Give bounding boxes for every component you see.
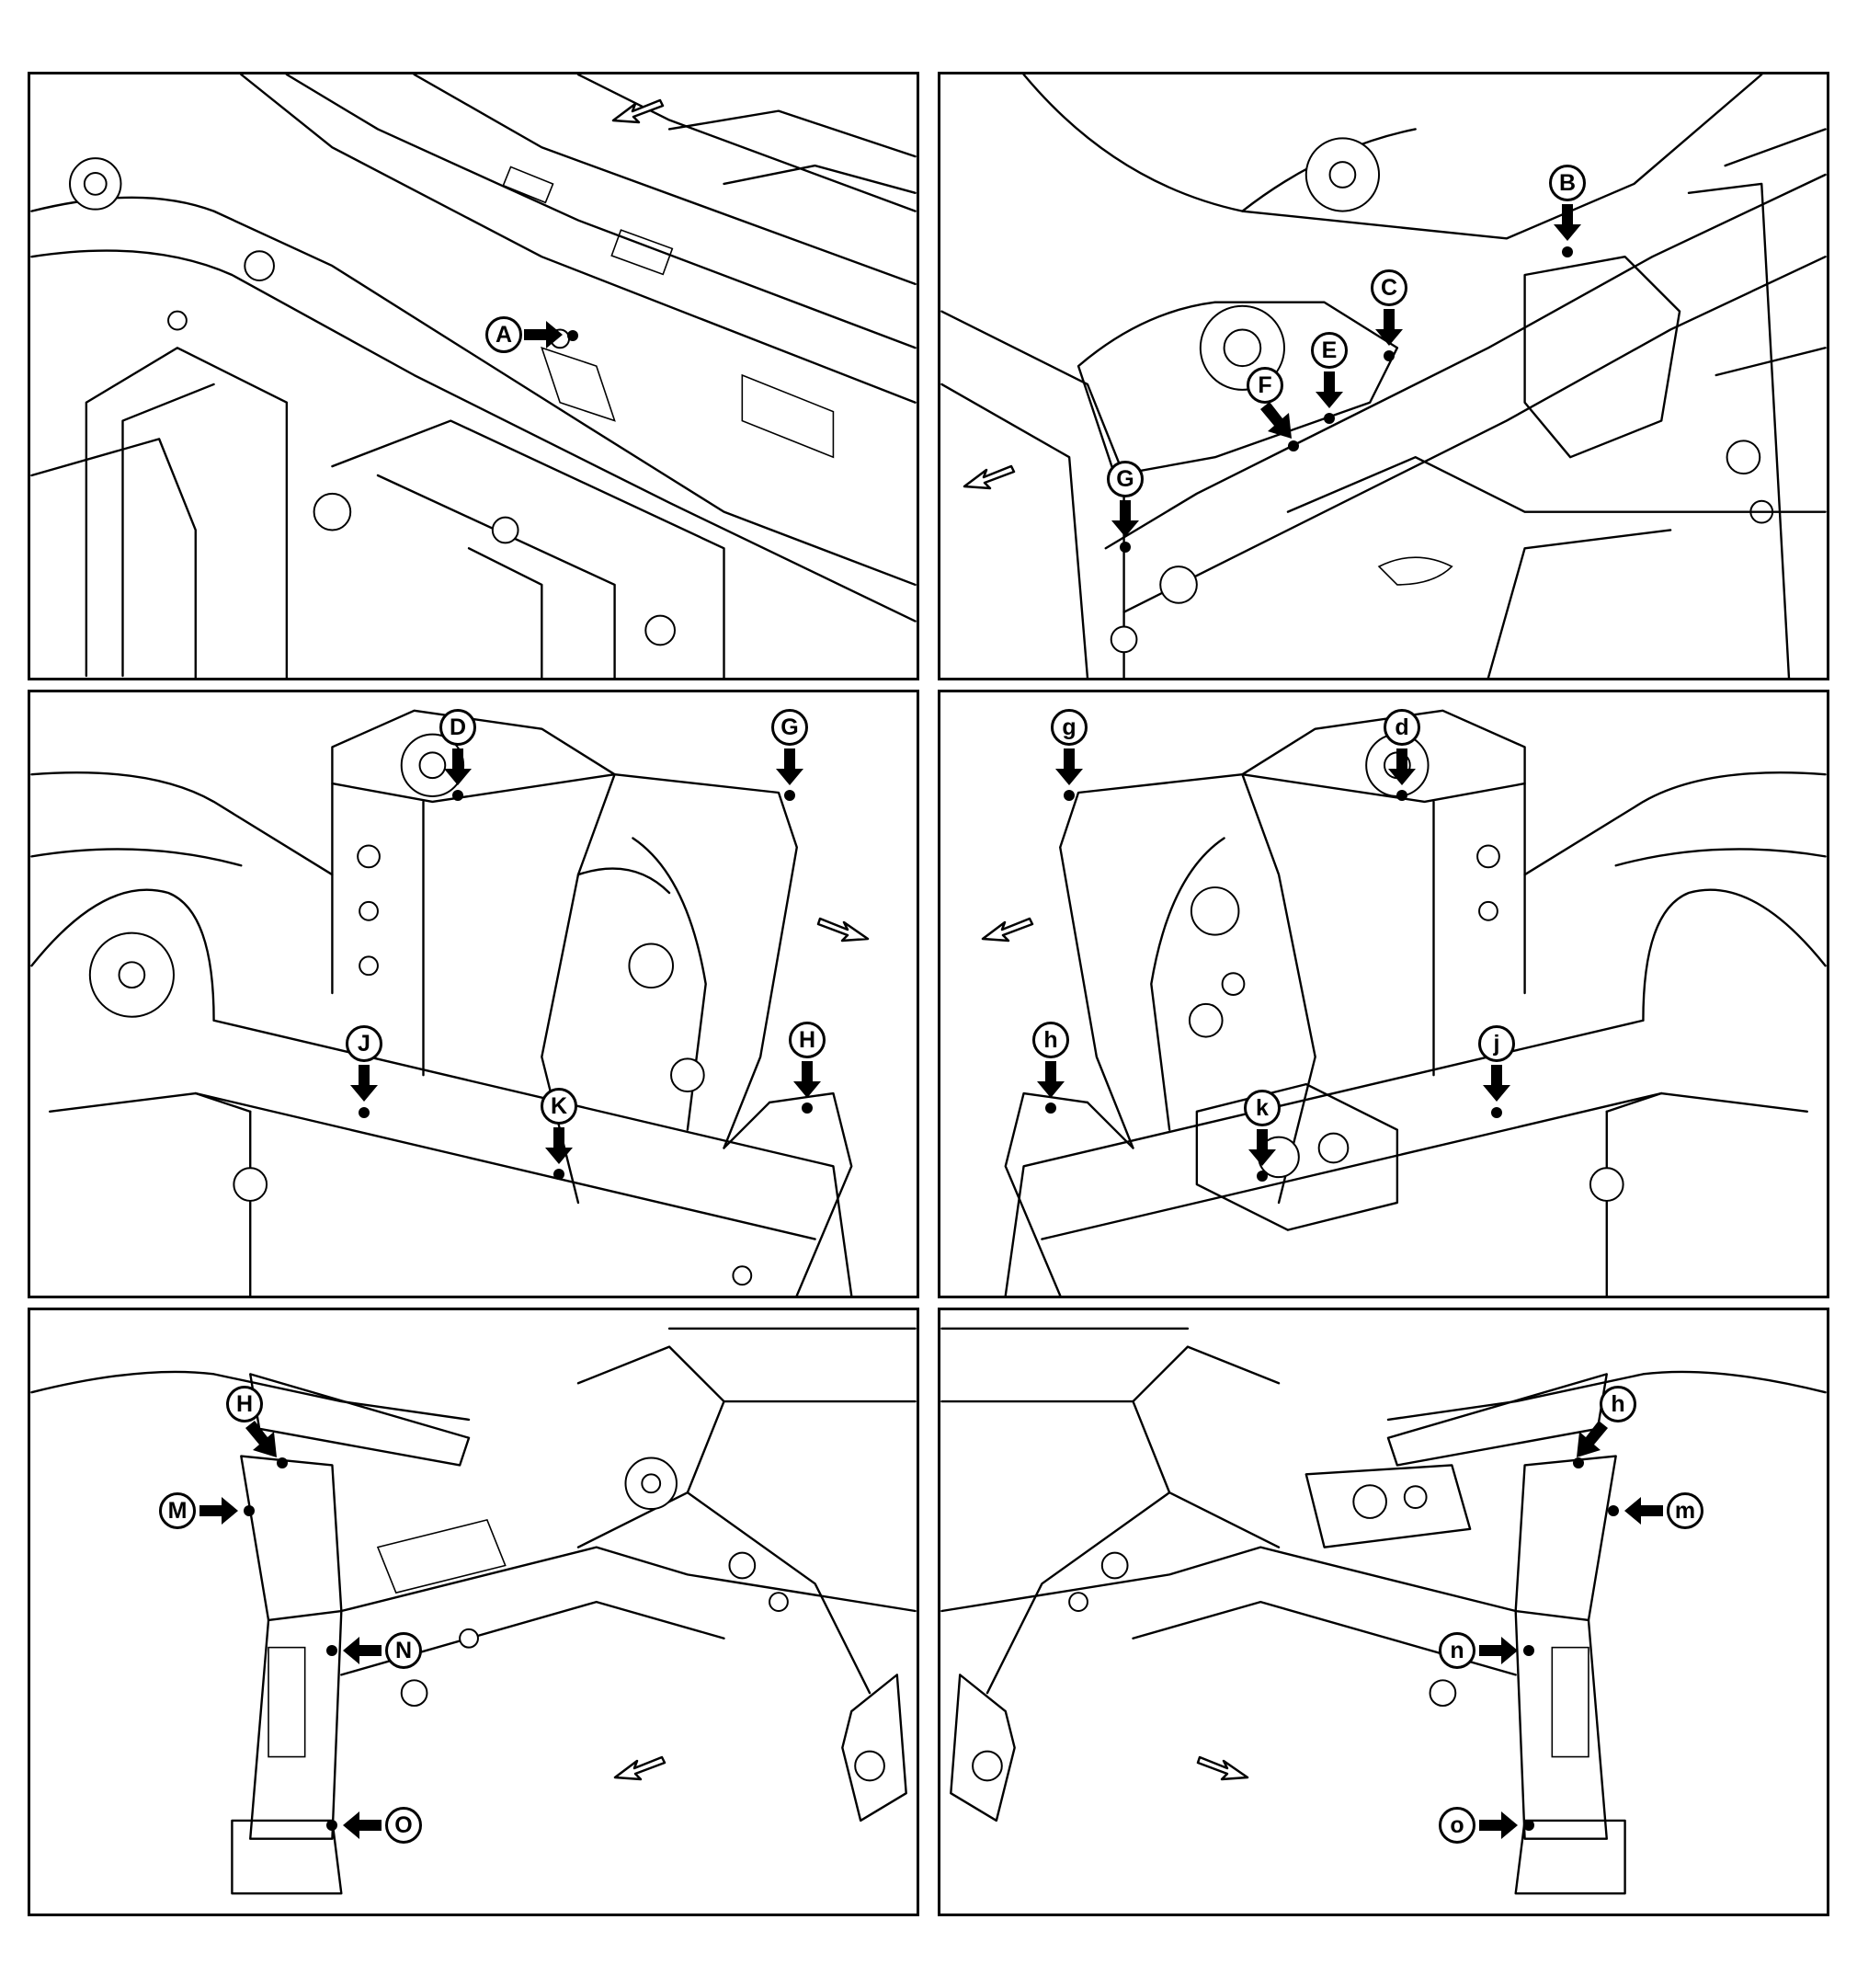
callout-k: K [541,1088,577,1125]
callout-j-lower: j [1478,1025,1515,1062]
measurement-point [326,1645,337,1656]
pointer-arrow-icon [1259,402,1292,439]
callout-j: J [346,1025,382,1062]
line-drawing [30,74,917,678]
measurement-point [1064,790,1075,801]
measurement-point [1396,790,1407,801]
pointer-arrow-icon [244,1421,277,1457]
callout-n-lower: n [1439,1632,1475,1669]
measurement-point [1523,1820,1534,1831]
callout-m-lower: m [1667,1492,1703,1529]
line-drawing [30,709,853,1296]
measurement-point [244,1505,255,1516]
callout-o: O [385,1807,422,1844]
callout-g-lower: g [1051,709,1088,746]
pointer-arrow-icon [1248,1129,1276,1166]
measurement-point [1288,440,1299,451]
callout-b: B [1549,165,1586,201]
diagram-panel-6: h m n o [938,1308,1829,1916]
callout-h-lower: h [1032,1022,1069,1058]
callout-d-lower: d [1384,709,1420,746]
pointer-arrow-icon [545,1127,573,1164]
callout-m: M [159,1492,196,1529]
direction-arrow-icon [1196,1752,1251,1788]
direction-arrow-icon [816,913,872,950]
pointer-arrow-icon [1483,1065,1510,1102]
pointer-arrow-icon [1479,1637,1518,1664]
measurement-point [802,1103,813,1114]
diagram-panel-2: B C E F G [938,72,1829,680]
callout-c: C [1371,269,1407,306]
line-drawing [1004,709,1827,1296]
measurement-point [1120,542,1131,553]
pointer-arrow-icon [1316,371,1343,408]
pointer-arrow-icon [1111,500,1139,537]
measurement-point [1562,246,1573,257]
callout-g: G [771,709,808,746]
pointer-arrow-icon [1624,1497,1663,1525]
measurement-point [277,1457,288,1468]
callout-e: E [1311,332,1348,369]
pointer-arrow-icon [1055,748,1083,785]
pointer-arrow-icon [199,1497,238,1525]
measurement-point [1608,1505,1619,1516]
measurement-point [359,1107,370,1118]
callout-g: G [1107,461,1144,497]
diagram-panel-3: D G J K H [28,690,919,1298]
callout-a: A [485,316,522,353]
callout-h-lower: h [1600,1386,1636,1422]
measurement-point [567,330,578,341]
pointer-arrow-icon [343,1637,382,1664]
pointer-arrow-icon [343,1811,382,1839]
pointer-arrow-icon [776,748,803,785]
pointer-arrow-icon [444,748,472,785]
line-drawing [30,1327,917,1895]
direction-arrow-icon [979,913,1034,950]
diagram-panel-1: A [28,72,919,680]
diagram-panel-5: H M N O [28,1308,919,1916]
measurement-point [553,1169,564,1180]
callout-n: N [385,1632,422,1669]
measurement-point [1573,1457,1584,1468]
pointer-arrow-icon [1037,1061,1065,1098]
measurement-point [784,790,795,801]
pointer-arrow-icon [524,321,563,348]
pointer-arrow-icon [793,1061,821,1098]
measurement-point [452,790,463,801]
pointer-arrow-icon [1375,309,1403,346]
measurement-point [1523,1645,1534,1656]
pointer-arrow-icon [1577,1421,1610,1457]
measurement-point [1324,413,1335,424]
direction-arrow-icon [961,461,1016,497]
callout-h: H [789,1022,826,1058]
callout-h: H [226,1386,263,1422]
callout-k-lower: k [1244,1090,1281,1126]
pointer-arrow-icon [350,1065,378,1102]
pointer-arrow-icon [1554,204,1581,241]
callout-d: D [439,709,476,746]
pointer-arrow-icon [1479,1811,1518,1839]
line-drawing [940,1327,1827,1895]
pointer-arrow-icon [1388,748,1416,785]
direction-arrow-icon [610,95,665,131]
direction-arrow-icon [611,1752,666,1788]
callout-o-lower: o [1439,1807,1475,1844]
measurement-point [1491,1107,1502,1118]
measurement-point [326,1820,337,1831]
measurement-point [1257,1171,1268,1182]
diagram-panel-4: g d h j k [938,690,1829,1298]
measurement-point [1045,1103,1056,1114]
callout-f: F [1247,367,1283,404]
line-drawing [940,74,1827,678]
measurement-point [1384,350,1395,361]
